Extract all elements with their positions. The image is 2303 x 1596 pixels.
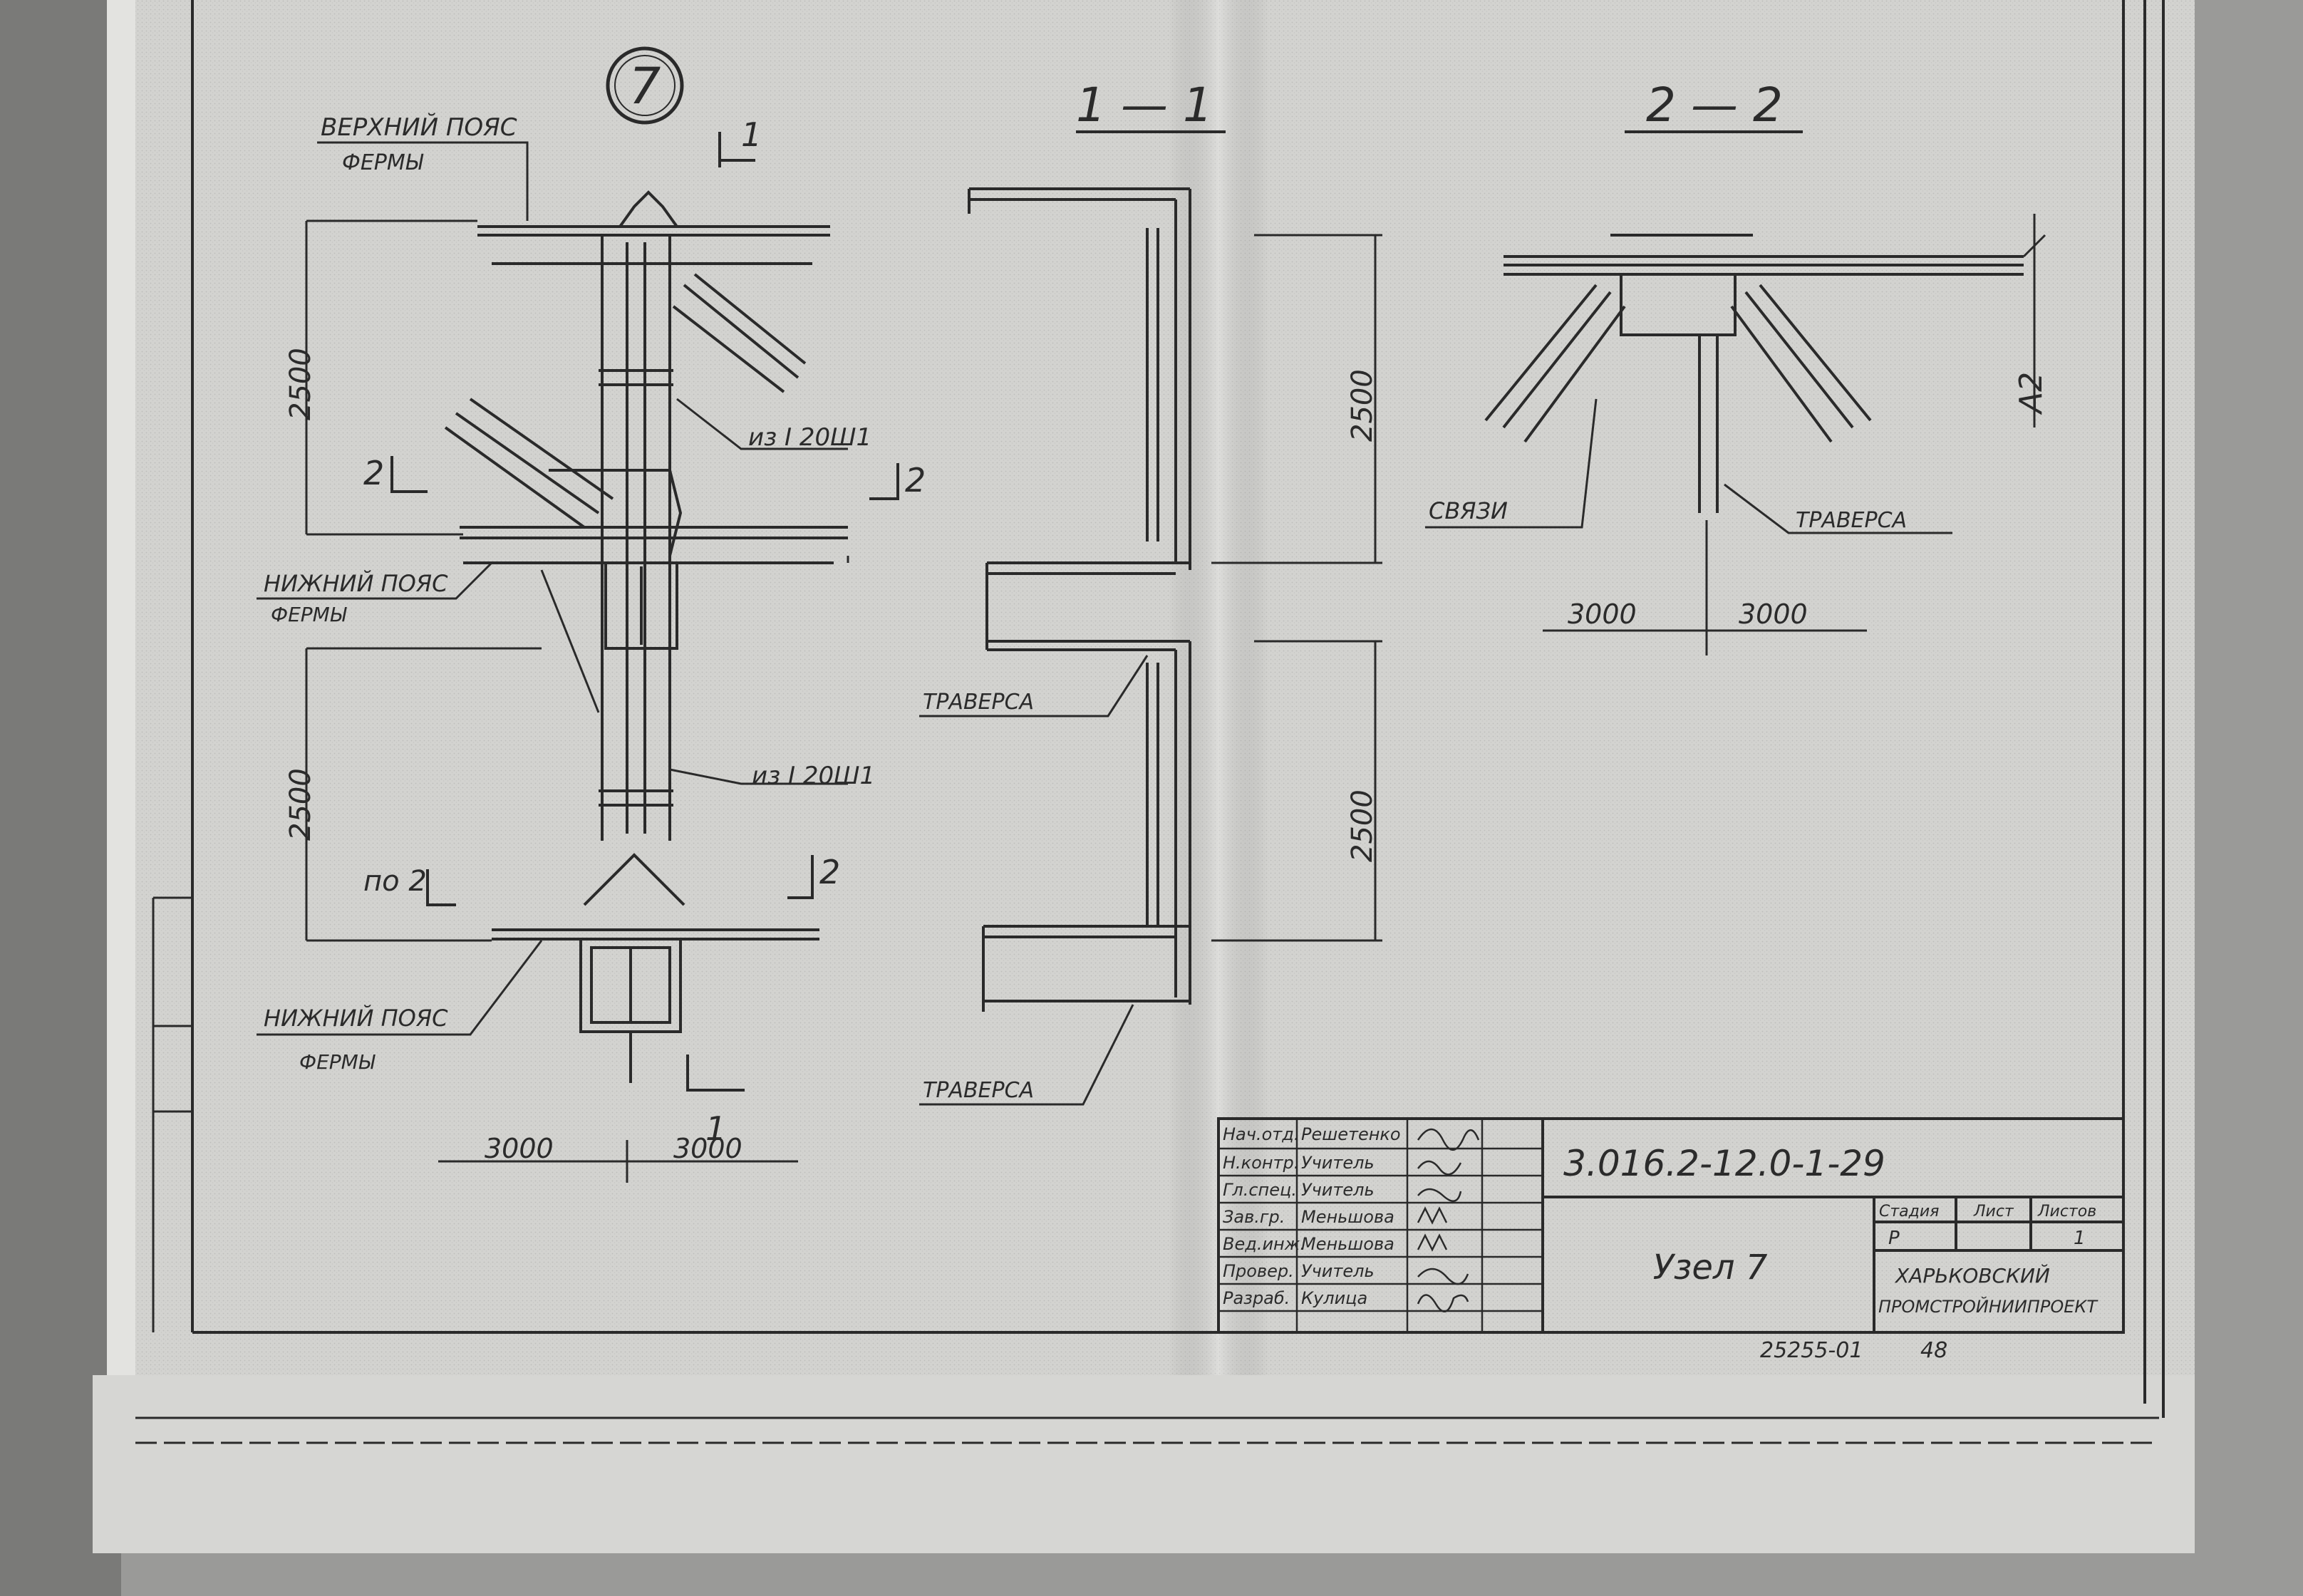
section-mark-2-right-a: 2: [905, 461, 926, 499]
traverse-label-3: ТРАВЕРСА: [1796, 508, 1907, 533]
dim-2500-b: 2500: [284, 768, 317, 841]
sheet-header: Лист: [1973, 1203, 2014, 1221]
org-line-2: ПРОМСТРОЙНИИПРОЕКТ: [1878, 1296, 2098, 1317]
sig-name-5: Учитель: [1301, 1261, 1375, 1281]
node-7-view: 7 1 ВЕРХНИЙ ПОЯС ФЕРМЫ: [257, 46, 926, 1183]
section-1-1-view: 1 — 1: [919, 78, 1382, 1106]
node-number-circle: [606, 46, 684, 125]
section-title-1-1: 1 — 1: [1076, 78, 1213, 133]
section-title-2-2: 2 — 2: [1646, 78, 1783, 133]
section-2-2-view: 2 — 2 А2 СВЯЗИ ТРАВЕРСА 300: [1425, 78, 2049, 656]
section-mark-2-right-b: 2: [819, 853, 840, 891]
sig-role-1: Н.контр.: [1223, 1153, 1299, 1173]
sig-role-4: Вед.инж.: [1223, 1234, 1305, 1254]
section-mark-1-bottom: 1: [705, 1109, 726, 1148]
paper-left-edge: [107, 0, 135, 1510]
dim-2500-d: 2500: [1346, 789, 1379, 862]
title-block: Нач.отд. Решетенко Н.контр. Учитель Гл.с…: [1217, 1117, 2125, 1334]
sig-role-3: Зав.гр.: [1223, 1207, 1285, 1227]
paper-left-shadow: [0, 0, 121, 1596]
sig-role-5: Провер.: [1223, 1261, 1294, 1281]
sig-name-3: Меньшова: [1301, 1207, 1394, 1227]
signature-scribbles: [1417, 1128, 1480, 1312]
signature-rows: Нач.отд. Решетенко Н.контр. Учитель Гл.с…: [1223, 1124, 1401, 1308]
sheet-title: Узел 7: [1653, 1248, 1768, 1287]
top-chord-label-2: ФЕРМЫ: [342, 150, 424, 175]
dim-2500-c: 2500: [1346, 369, 1379, 442]
dim-2500-a: 2500: [284, 348, 317, 420]
bottom-chord-b-label-2: ФЕРМЫ: [299, 1050, 376, 1074]
dim-3000-a: 3000: [485, 1133, 554, 1164]
sig-name-1: Учитель: [1301, 1153, 1375, 1173]
po-2-label: по 2: [363, 865, 427, 898]
axis-a2-label: А2: [2013, 372, 2049, 415]
sig-name-6: Кулица: [1301, 1288, 1367, 1308]
bottom-chord-a-label-2: ФЕРМЫ: [271, 603, 347, 626]
sig-role-6: Разраб.: [1223, 1288, 1290, 1308]
stage-header: Стадия: [1879, 1203, 1939, 1221]
bottom-chord-b-label: НИЖНИЙ ПОЯС: [264, 1005, 448, 1032]
org-line-1: ХАРЬКОВСКИЙ: [1894, 1263, 2050, 1287]
sig-name-2: Учитель: [1301, 1180, 1375, 1200]
sheets-value: 1: [2074, 1228, 2086, 1249]
profile-label-a: из I 20Ш1: [748, 423, 871, 452]
node-number: 7: [629, 57, 661, 115]
profile-label-b: из I 20Ш1: [752, 762, 875, 790]
bottom-chord-a-label: НИЖНИЙ ПОЯС: [264, 570, 448, 597]
traverse-label-2: ТРАВЕРСА: [923, 1078, 1034, 1103]
paper-background: [93, 0, 2195, 1553]
sig-name-4: Меньшова: [1301, 1234, 1394, 1254]
section-mark-2-left-a: 2: [363, 454, 384, 492]
margin-stamp: [152, 896, 192, 1332]
sheets-header: Листов: [2037, 1203, 2096, 1221]
designation: 3.016.2-12.0-1-29: [1563, 1143, 1885, 1184]
sig-role-0: Нач.отд.: [1223, 1124, 1299, 1144]
braces-label: СВЯЗИ: [1429, 497, 1508, 524]
stage-value: Р: [1888, 1228, 1900, 1249]
section-mark-1-top: 1: [741, 115, 762, 154]
paper-bottom-margin: [93, 1375, 2195, 1553]
dim-3000-c: 3000: [1568, 598, 1637, 630]
top-chord-label: ВЕРХНИЙ ПОЯС: [321, 113, 517, 142]
traverse-label-1: ТРАВЕРСА: [923, 690, 1034, 715]
sig-role-2: Гл.спец.: [1223, 1180, 1297, 1200]
dim-3000-b: 3000: [673, 1133, 742, 1164]
page-number: 48: [1920, 1338, 1947, 1363]
dim-3000-d: 3000: [1739, 598, 1808, 630]
sig-name-0: Решетенко: [1301, 1124, 1401, 1144]
archive-number: 25255-01: [1760, 1338, 1863, 1363]
drawing-frame: [135, 0, 2165, 1444]
